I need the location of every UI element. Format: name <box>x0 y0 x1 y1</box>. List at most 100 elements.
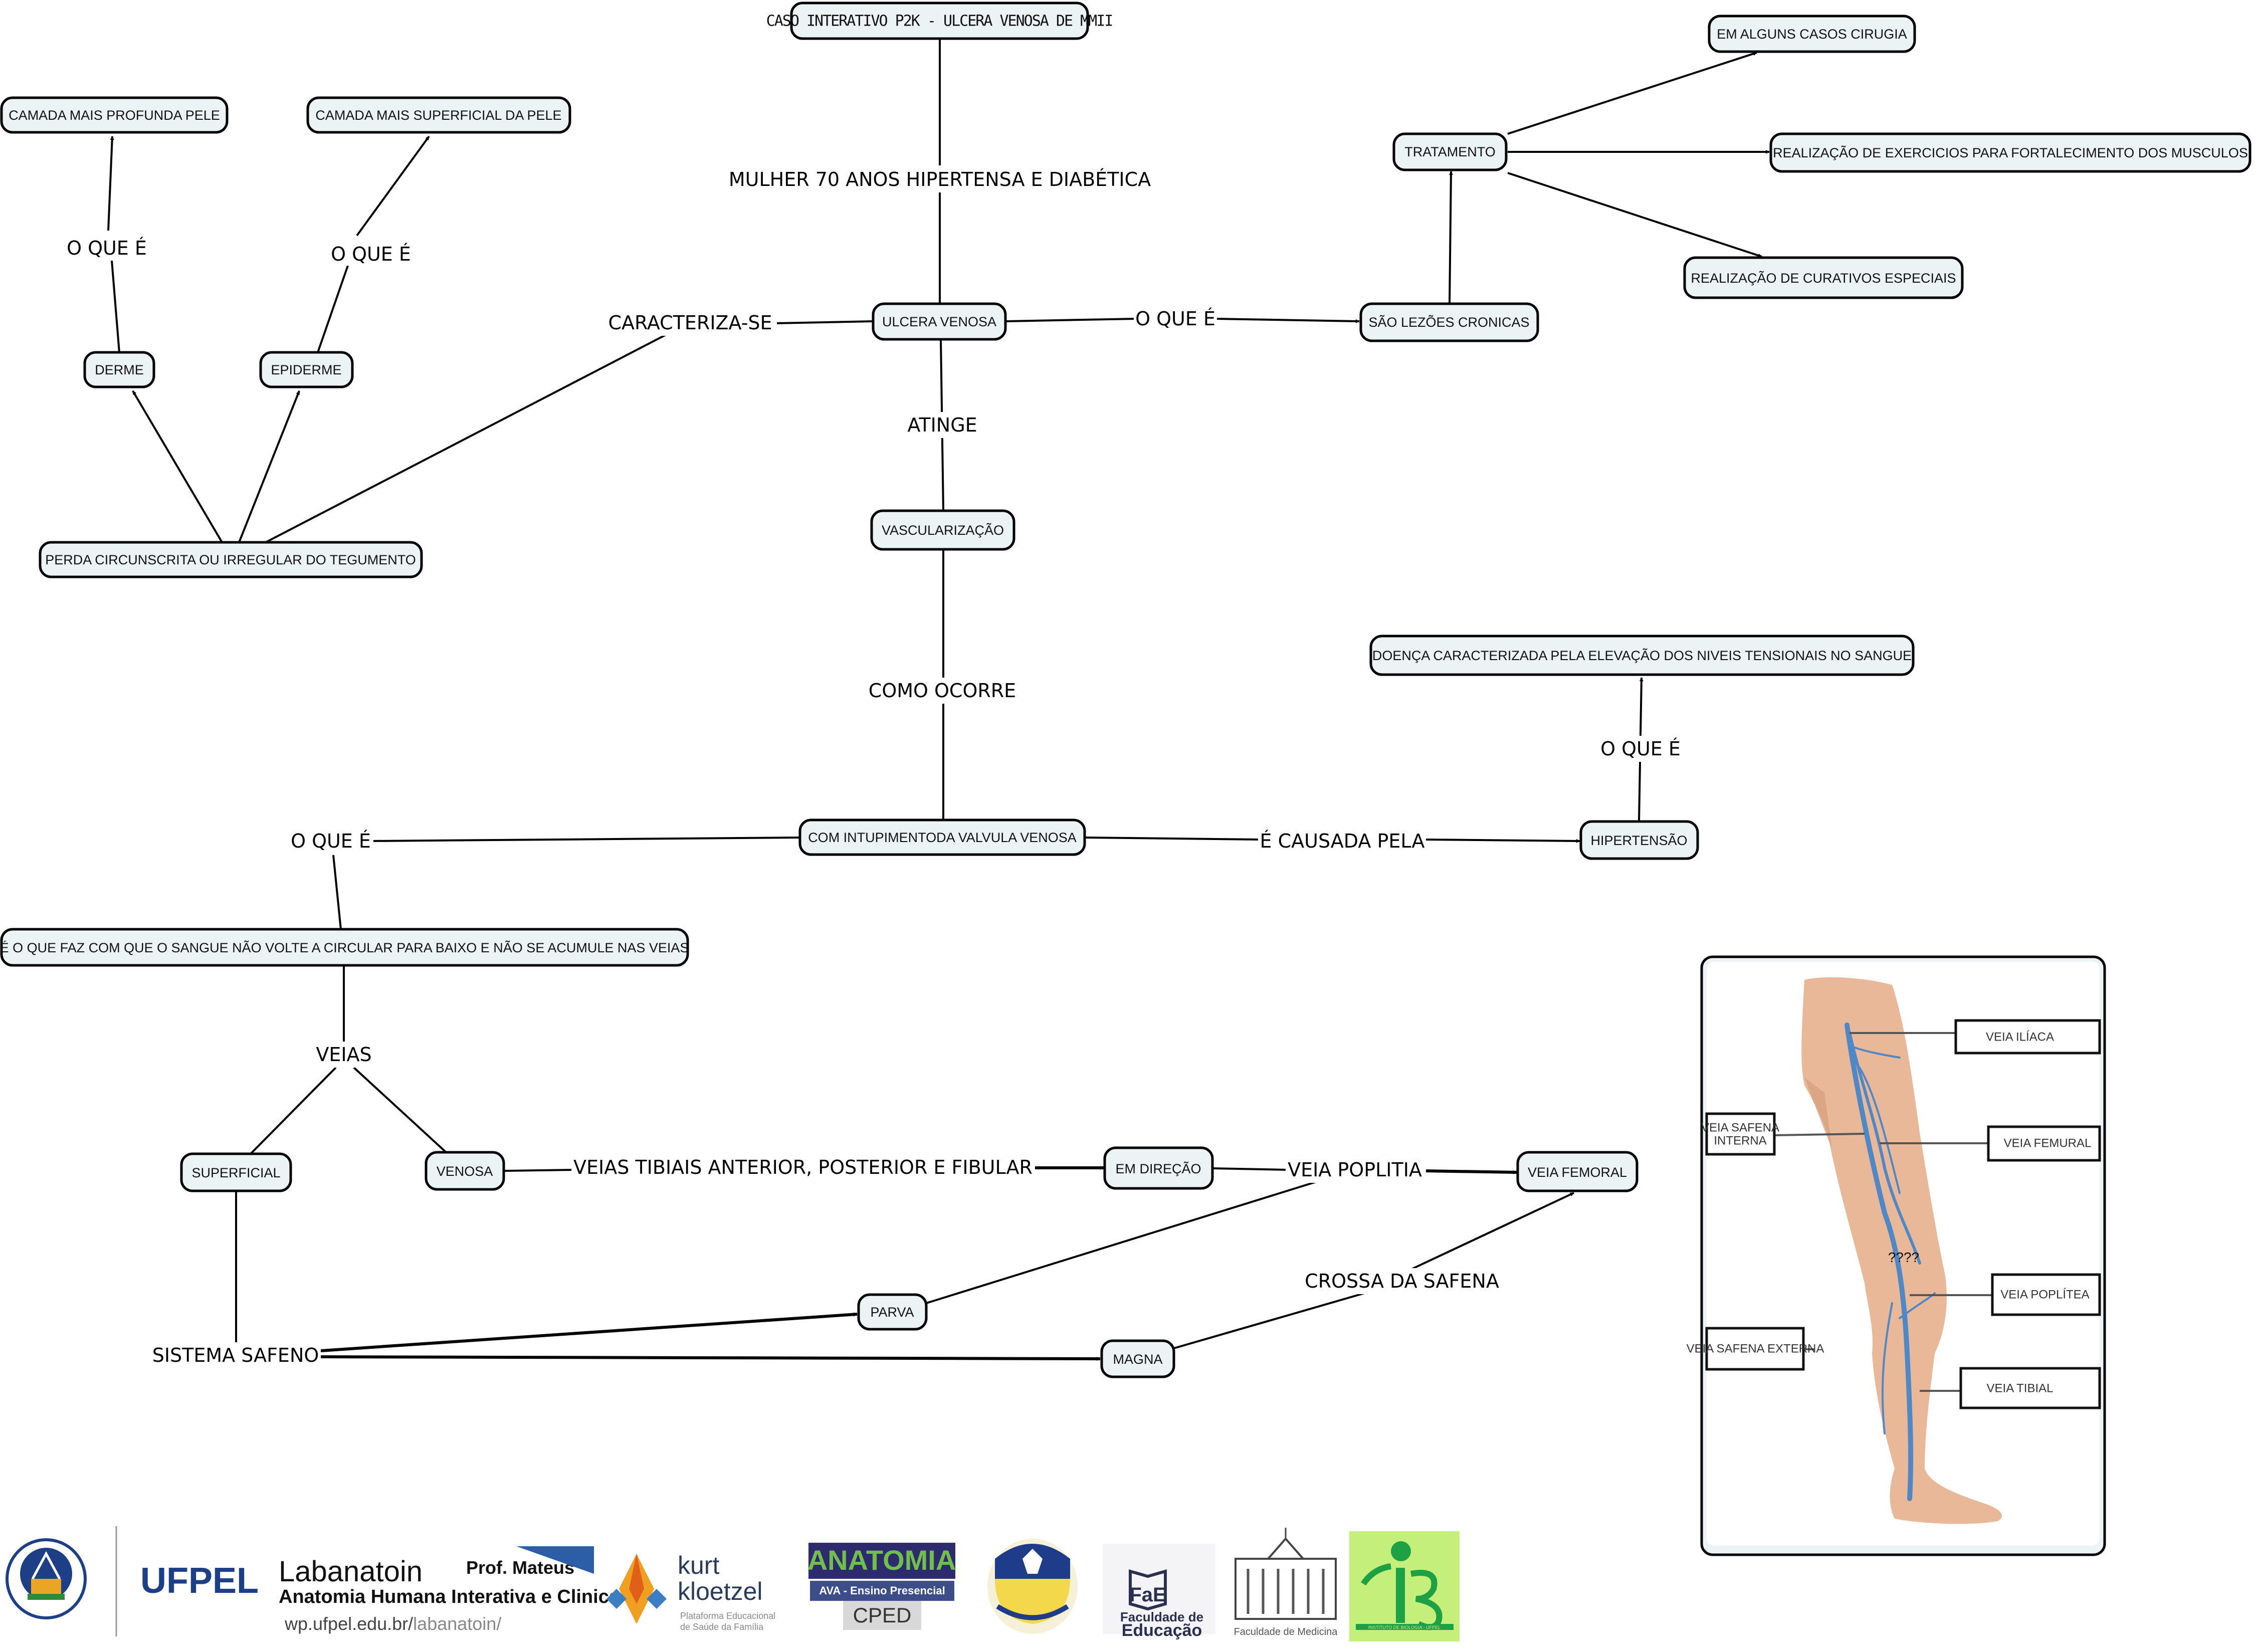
callout-poplitea-text: VEIA POPLÍTEA <box>2000 1288 2089 1302</box>
vein-branch-icon <box>1854 1047 1936 1434</box>
ava-text: AVA - Ensino Presencial <box>819 1584 945 1597</box>
vein-femoral-icon <box>1844 1022 1914 1501</box>
edge-tratamento-cirurgia <box>1507 52 1757 135</box>
node-doenca-text: DOENÇA CARACTERIZADA PELA ELEVAÇÃO DOS N… <box>1372 648 1912 663</box>
edge-lezoes-tratamento <box>1449 171 1453 304</box>
node-venosa-text: VENOSA <box>437 1164 493 1179</box>
link-label-como-ocorre: COMO OCORRE <box>869 680 1016 702</box>
node-parva[interactable]: PARVA <box>857 1293 928 1331</box>
link-label-poplitia: VEIA POPLITIA <box>1288 1159 1422 1181</box>
link-label-o-que-e-valvula: O QUE É <box>291 830 371 852</box>
node-doenca[interactable]: DOENÇA CARACTERIZADA PELA ELEVAÇÃO DOS N… <box>1369 635 1915 676</box>
ufpel-seal-logo <box>6 1538 87 1619</box>
anatomia-text: ANATOMIA <box>807 1544 956 1576</box>
edge-parva-poplitia <box>926 1178 1326 1304</box>
cped-text: CPED <box>853 1603 912 1627</box>
node-cirurgia[interactable]: EM ALGUNS CASOS CIRUGIA <box>1708 15 1916 53</box>
node-lezoes-text: SÃO LEZÕES CRONICAS <box>1368 314 1529 330</box>
link-label-o-que-e-epiderme: O QUE É <box>331 243 411 265</box>
node-title-text: CASO INTERATIVO P2K - ULCERA VENOSA DE M… <box>766 13 1113 30</box>
edge-oquee-camada-profunda <box>107 136 114 231</box>
callout-safena-interna-text-2: INTERNA <box>1714 1134 1766 1148</box>
leg-silhouette <box>1801 977 2002 1524</box>
node-epiderme[interactable]: EPIDERME <box>259 351 354 388</box>
edge-veias-superficial <box>250 1067 337 1155</box>
node-hipertensao-text: HIPERTENSÃO <box>1590 833 1687 848</box>
node-tratamento[interactable]: TRATAMENTO <box>1392 132 1508 171</box>
callout-safena-externa: VEIA SAFENA EXTERNA <box>1687 1327 1824 1371</box>
node-em-direcao-text: EM DIREÇÃO <box>1115 1161 1201 1176</box>
callout-safena-externa-text: VEIA SAFENA EXTERNA <box>1687 1342 1824 1356</box>
link-label-causada: É CAUSADA PELA <box>1260 830 1425 852</box>
edge-crossa-femoral <box>1408 1192 1574 1272</box>
node-o-que-faz-text: É O QUE FAZ COM QUE O SANGUE NÃO VOLTE A… <box>0 940 689 955</box>
node-camada-superficial[interactable]: CAMADA MAIS SUPERFICIAL DA PELE <box>306 96 571 134</box>
labanatoin-prof: Prof. Mateus <box>466 1557 574 1578</box>
node-title[interactable]: CASO INTERATIVO P2K - ULCERA VENOSA DE M… <box>766 2 1113 40</box>
labanatoin-url[interactable]: wp.ufpel.edu.br/labanatoin/ <box>284 1613 501 1634</box>
fae-text-1: Faculdade de <box>1120 1609 1203 1624</box>
link-label-o-que-e-derme: O QUE É <box>67 237 147 259</box>
node-ulcera-venosa[interactable]: ULCERA VENOSA <box>872 302 1007 341</box>
leg-shade <box>1804 1078 1832 1148</box>
edge-oquee-oquefaz <box>332 855 342 930</box>
node-hipertensao[interactable]: HIPERTENSÃO <box>1579 820 1699 860</box>
node-perda[interactable]: PERDA CIRCUNSCRITA OU IRREGULAR DO TEGUM… <box>39 541 423 578</box>
fae-logo: FaE Faculdade de Educação <box>1103 1544 1215 1640</box>
url-host: wp.ufpel.edu.br/ <box>284 1613 413 1634</box>
edge-perda-caracteriza <box>265 331 672 543</box>
link-label-tibiais: VEIAS TIBIAIS ANTERIOR, POSTERIOR E FIBU… <box>573 1156 1033 1178</box>
node-epiderme-text: EPIDERME <box>271 362 341 377</box>
link-label-crossa: CROSSA DA SAFENA <box>1305 1270 1499 1292</box>
node-superficial[interactable]: SUPERFICIAL <box>180 1152 292 1192</box>
fae-glyph: FaE <box>1129 1584 1166 1606</box>
node-o-que-faz[interactable]: É O QUE FAZ COM QUE O SANGUE NÃO VOLTE A… <box>0 928 689 967</box>
edge-emdirecao-poplitia <box>1212 1167 1289 1171</box>
node-lezoes[interactable]: SÃO LEZÕES CRONICAS <box>1359 302 1539 342</box>
node-magna[interactable]: MAGNA <box>1100 1339 1175 1378</box>
node-magna-text: MAGNA <box>1113 1352 1162 1367</box>
node-em-direcao[interactable]: EM DIREÇÃO <box>1103 1146 1214 1190</box>
callout-tibial: VEIA TIBIAL <box>1920 1367 2101 1409</box>
node-vascularizacao[interactable]: VASCULARIZAÇÃO <box>870 509 1015 551</box>
edge-veias-venosa <box>353 1067 447 1153</box>
node-camada-superficial-text: CAMADA MAIS SUPERFICIAL DA PELE <box>315 108 561 123</box>
ib-text: INSTITUTO DE BIOLOGIA - UFPEL <box>1368 1625 1441 1630</box>
fae-text-2: Educação <box>1122 1621 1202 1640</box>
ib-logo: INSTITUTO DE BIOLOGIA - UFPEL <box>1349 1531 1460 1641</box>
node-vascularizacao-text: VASCULARIZAÇÃO <box>882 522 1004 538</box>
callout-iliaca-text: VEIA ILÍACA <box>1986 1030 2054 1044</box>
labanatoin-stripe-icon <box>516 1546 594 1574</box>
edge-tratamento-curativos <box>1507 172 1762 258</box>
vein-saphenous-icon <box>1848 1031 1921 1265</box>
node-exercicios[interactable]: REALIZAÇÃO DE EXERCICIOS PARA FORTALECIM… <box>1769 132 2251 173</box>
edge-derme-oquee <box>111 260 120 353</box>
edge-oquee-camada-superficial <box>356 135 430 237</box>
node-intupimento[interactable]: COM INTUPIMENTODA VALVULA VENOSA <box>798 818 1086 856</box>
leg-anatomy-figure[interactable]: VEIA ILÍACA VEIA SAFENA INTERNA VEIA FEM… <box>1687 955 2106 1556</box>
node-veia-femoral[interactable]: VEIA FEMORAL <box>1516 1151 1638 1192</box>
callout-iliaca: VEIA ILÍACA <box>1850 1019 2101 1055</box>
node-curativos[interactable]: REALIZAÇÃO DE CURATIVOS ESPECIAIS <box>1683 256 1964 299</box>
labanatoin-title: Labanatoin <box>279 1555 423 1588</box>
node-camada-profunda[interactable]: CAMADA MAIS PROFUNDA PELE <box>0 96 229 134</box>
node-parva-text: PARVA <box>870 1305 914 1320</box>
link-label-atinge: ATINGE <box>907 414 977 436</box>
node-veia-femoral-text: VEIA FEMORAL <box>1528 1165 1627 1180</box>
edge-poplitia-femoral <box>1423 1169 1517 1174</box>
unknown-vein-marker: ???? <box>1888 1250 1919 1265</box>
famed-text: Faculdade de Medicina <box>1234 1626 1338 1637</box>
shield-logo <box>987 1539 1078 1634</box>
node-derme[interactable]: DERME <box>83 351 155 388</box>
callout-safena-interna-text-1: VEIA SAFENA <box>1701 1121 1779 1135</box>
node-curativos-text: REALIZAÇÃO DE CURATIVOS ESPECIAIS <box>1691 270 1956 286</box>
labanatoin-subtitle: Anatomia Humana Interativa e Clinica <box>279 1586 620 1607</box>
edge-venosa-tibiais <box>503 1169 574 1172</box>
node-venosa[interactable]: VENOSA <box>425 1151 505 1191</box>
edge-perda-epiderme <box>238 390 300 543</box>
edge-caracteriza-ulcera <box>774 320 874 324</box>
node-derme-text: DERME <box>95 362 144 377</box>
edge-intupimento-oquee <box>370 837 800 842</box>
kurt-kloetzel-logo: kurt kloetzel Plataforma Educacional de … <box>606 1551 775 1632</box>
